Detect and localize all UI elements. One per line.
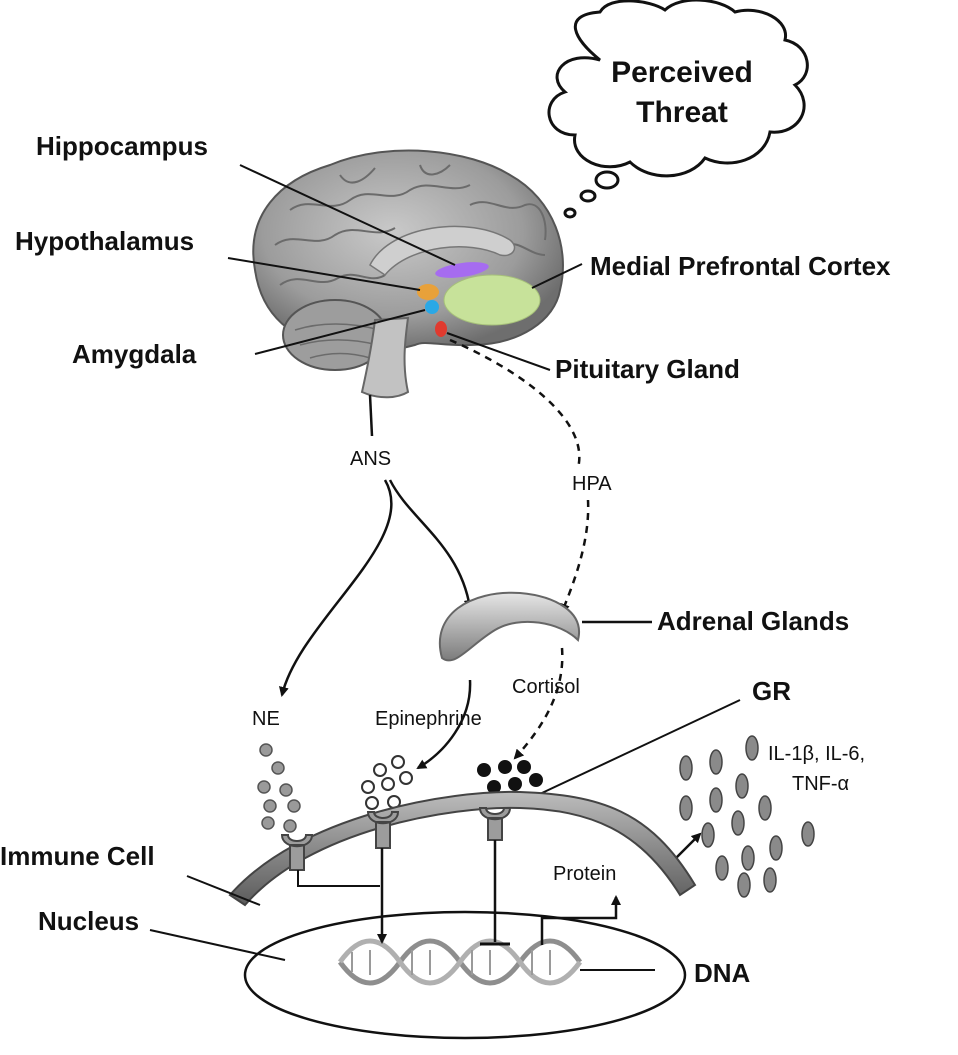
gr-label: GR bbox=[752, 676, 791, 706]
thought-cloud-shape bbox=[547, 0, 809, 178]
protein-label: Protein bbox=[553, 863, 616, 885]
medial-prefrontal-cortex-label: Medial Prefrontal Cortex bbox=[590, 251, 891, 281]
ne-label: NE bbox=[252, 708, 280, 730]
amygdala-region bbox=[425, 300, 439, 314]
dna-label: DNA bbox=[694, 958, 751, 988]
ans-stem-line bbox=[368, 394, 374, 437]
corpus-callosum bbox=[369, 225, 516, 276]
hypothalamus-leader-line bbox=[227, 257, 421, 291]
gr-leader-line bbox=[526, 699, 741, 801]
cortisol-arrow bbox=[513, 647, 564, 760]
glucocorticoid-receptor bbox=[478, 807, 512, 841]
immune-cell-leader-line bbox=[186, 875, 261, 906]
hpa-label: HPA bbox=[572, 473, 612, 495]
brain-gyri bbox=[274, 164, 547, 286]
cytokines-label-line1: IL-1β, IL-6, bbox=[768, 743, 865, 765]
threat-label: Threat bbox=[636, 96, 728, 129]
thought-bubble-large bbox=[594, 170, 620, 190]
cytokine-molecules bbox=[679, 735, 815, 898]
immune-cell-label: Immune Cell bbox=[0, 841, 155, 871]
cortisol-label: Cortisol bbox=[512, 676, 580, 698]
epinephrine-molecules bbox=[361, 755, 413, 810]
cell-membrane bbox=[228, 790, 697, 907]
pituitary-gland-region bbox=[435, 321, 447, 337]
pituitary-gland-label: Pituitary Gland bbox=[555, 354, 740, 384]
perceived-threat-label: Perceived bbox=[611, 56, 753, 89]
epinephrine-arrow bbox=[416, 679, 472, 770]
ans-pathway: ANS bbox=[279, 394, 474, 697]
hypothalamus-region bbox=[417, 284, 439, 300]
hpa-pathway: HPA bbox=[449, 338, 612, 614]
hpa-to-adrenal-arrow bbox=[560, 499, 590, 614]
ne-signal-line bbox=[297, 870, 380, 887]
receptors bbox=[280, 807, 512, 871]
hippocampus-leader-line bbox=[239, 164, 456, 266]
hypothalamus-label: Hypothalamus bbox=[15, 226, 194, 256]
ans-to-ne-arrow bbox=[279, 479, 393, 697]
brain bbox=[252, 149, 564, 399]
ne-receptor bbox=[280, 834, 314, 871]
amygdala-leader-line bbox=[254, 309, 426, 355]
pituitary-leader-line bbox=[446, 332, 551, 371]
nucleus bbox=[243, 910, 687, 1040]
nucleus-label: Nucleus bbox=[38, 906, 139, 936]
epinephrine-label: Epinephrine bbox=[375, 708, 482, 730]
ans-label: ANS bbox=[350, 448, 391, 470]
adrenal-gland: Adrenal Glands Cortisol NE Epinephrine bbox=[252, 591, 849, 770]
brainstem bbox=[360, 316, 410, 399]
cytokines-label-line2: TNF-α bbox=[792, 773, 849, 795]
hippocampus-label: Hippocampus bbox=[36, 131, 208, 161]
adrenal-glands-label: Adrenal Glands bbox=[657, 606, 849, 636]
hpa-upper-dashed-line bbox=[449, 338, 581, 469]
epinephrine-receptor bbox=[366, 811, 400, 849]
adrenal-gland-shape bbox=[439, 591, 581, 662]
thought-bubble-medium bbox=[579, 189, 597, 203]
amygdala-label: Amygdala bbox=[72, 339, 197, 369]
mpfc-leader-line bbox=[531, 263, 583, 289]
brain-labels: Hippocampus Hypothalamus Amygdala Medial… bbox=[15, 131, 891, 384]
medial-prefrontal-cortex-region bbox=[443, 274, 541, 326]
nucleus-leader-line bbox=[149, 929, 286, 961]
nuclear-signaling: Protein bbox=[297, 840, 621, 946]
ans-to-adrenal-arrow bbox=[388, 479, 474, 610]
perceived-threat-cloud: Perceived Threat bbox=[547, 0, 809, 219]
dna-helix bbox=[337, 938, 583, 986]
thought-bubble-small bbox=[563, 207, 577, 219]
protein-expression-arrow bbox=[540, 895, 621, 945]
hippocampus-region bbox=[435, 262, 489, 278]
ne-molecules bbox=[257, 743, 301, 833]
